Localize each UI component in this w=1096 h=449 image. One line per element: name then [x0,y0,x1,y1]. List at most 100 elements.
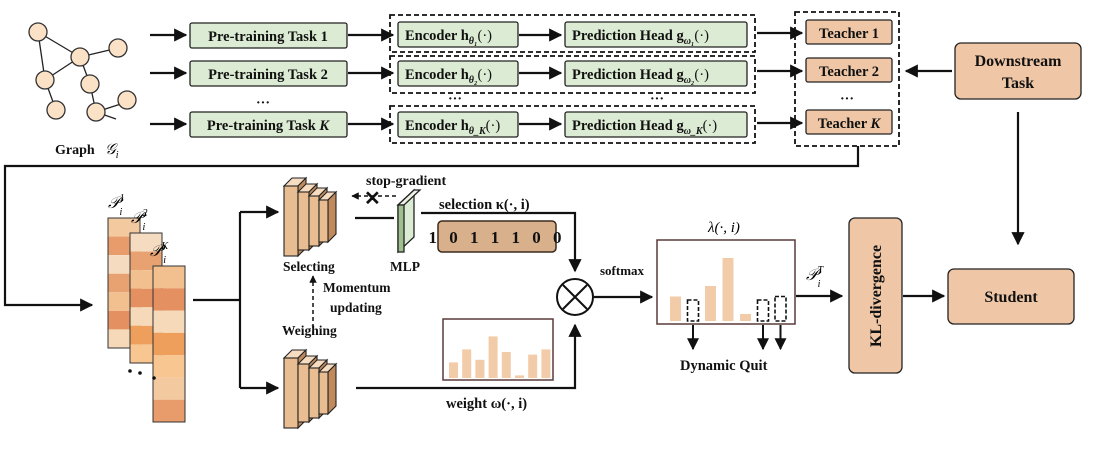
layer-front [308,195,320,247]
graph-subscript: i [116,150,119,161]
prediction-head-2: Prediction Head gω₂(·) [564,60,748,87]
teacher-distributions [107,217,186,423]
prediction-head-1: Prediction Head gω₁(·) [564,21,748,48]
graph-node [28,22,48,42]
kl-label: KL-divergence [868,245,885,347]
lambda-bar [740,314,751,321]
svg-text:1 0 1 1 1 0 0: 1 0 1 1 1 0 0 [429,228,566,247]
teacher-k: Teacher K [805,109,893,135]
distribution-cell [130,233,162,252]
head-1-label: Prediction Head g [572,28,684,44]
distribution-cell [153,377,185,400]
distribution-column [152,265,186,423]
ellipsis-dot [138,371,142,375]
graph-node [80,74,100,94]
svg-text:𝒫1i: 𝒫1i [108,193,125,218]
lambda-bar-quit [774,295,787,322]
layer-front [308,367,320,419]
layer-side [327,190,337,244]
svg-text:Teacher K: Teacher K [818,116,882,132]
prediction-head-k: Prediction Head gω_K(·) [564,111,748,138]
lambda-bar [705,286,716,321]
graph-node [108,38,128,58]
teacher-ellipsis: ··· [840,92,854,107]
task-k-italic: K [318,118,330,134]
layer-front [318,371,329,415]
distribution-cell [153,310,185,333]
stop-gradient-label: stop-gradient [366,174,446,189]
model-group-k [389,105,756,144]
graph-node [86,102,106,122]
weight-bar [488,336,498,378]
graph-label: Graph [55,143,95,158]
softmax-label: softmax [600,263,645,278]
layer-side [327,362,337,416]
distribution-cell [108,218,140,237]
teacher-2: Teacher 2 [805,57,893,83]
selecting-network [282,176,338,258]
task-ellipsis: ··· [256,96,270,111]
momentum-label-2: updating [330,300,382,315]
svg-text:Prediction Head gω_K(·): Prediction Head gω_K(·) [572,118,717,137]
graph-node [117,90,137,110]
downstream-task: Downstream Task [954,42,1082,100]
momentum-label-1: Momentum [323,280,391,295]
distribution-cell [153,266,185,289]
encoder-1: Encoder hθ₁(·) [397,21,519,48]
layer-front [318,199,329,243]
layer-front [297,363,310,423]
weight-bar [541,349,551,378]
encoder-ellipsis: ··· [448,92,462,107]
weight-chart [442,318,554,381]
svg-text:Encoder hθ_K(·): Encoder hθ_K(·) [405,118,500,137]
task-2-label: Pre-training Task 2 [208,67,328,83]
encoder-2-label: Encoder h [405,67,469,83]
dynamic-quit-arrows [687,325,787,351]
kl-divergence-block: KL-divergence [848,217,903,374]
student-block: Student [947,268,1075,325]
svg-text:Downstream: Downstream [975,53,1062,70]
selection-mask: 1 0 1 1 1 0 0 [429,220,566,253]
mlp-block: MLP [390,188,422,274]
weight-bar [501,352,511,378]
svg-text:Pre-training Task K: Pre-training Task K [207,118,331,134]
weight-bar [462,349,472,378]
pretraining-task-1: Pre-training Task 1 [189,22,348,49]
layer-front [297,191,310,251]
weight-bar [449,362,458,378]
head-k-label: Prediction Head g [572,118,684,134]
weight-bar [475,359,485,378]
layer-front [283,185,299,257]
task-k-label: Pre-training Task [207,118,320,134]
svg-text:𝒢i: 𝒢i [105,142,119,161]
weight-bar [528,354,538,378]
encoder-2: Encoder hθ₂(·) [397,60,519,87]
graph-symbol: 𝒢 [105,142,118,158]
dynamic-quit-label: Dynamic Quit [680,358,768,374]
distribution-cell [153,399,185,422]
weight-label: weight ω(·, i) [446,396,527,412]
student-label: Student [984,289,1038,306]
lambda-chart [656,239,796,325]
encoder-k-label: Encoder h [405,118,469,134]
selection-label: selection κ(·, i) [439,197,530,213]
ellipsis-dot [128,369,132,373]
svg-text:Prediction Head gω₁(·): Prediction Head gω₁(·) [572,28,709,47]
svg-text:𝒫Ti: 𝒫Ti [806,265,825,290]
encoder-k: Encoder hθ_K(·) [397,111,519,138]
selecting-label: Selecting [283,259,335,274]
model-group-1 [389,14,756,53]
distribution-cell [153,332,185,356]
teacher-1: Teacher 1 [805,19,893,45]
svg-text:𝒫2i: 𝒫2i [131,208,148,233]
head-ellipsis: ··· [650,92,664,107]
svg-text:Teacher 2: Teacher 2 [819,64,879,80]
svg-text:Teacher 1: Teacher 1 [819,26,879,42]
teacher-group [794,11,900,147]
weight-bar [515,375,524,378]
graph-node [46,100,66,120]
distribution-cell [153,288,185,311]
input-graph: Graph 𝒢i [28,22,137,161]
head-2-label: Prediction Head g [572,67,684,83]
